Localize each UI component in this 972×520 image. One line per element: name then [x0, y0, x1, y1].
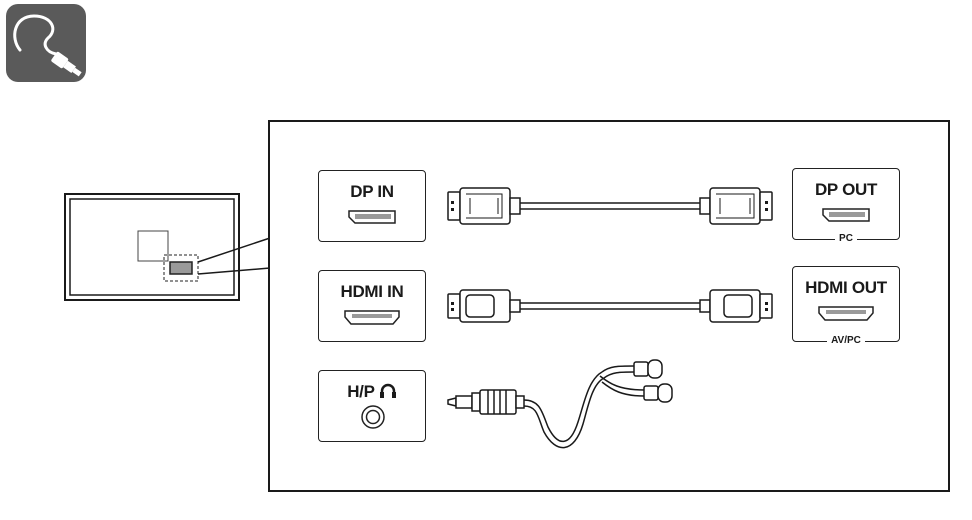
displayport-cable — [447, 187, 773, 225]
connection-panel: DP IN HDMI IN H/P DP OUT — [268, 120, 950, 492]
audio-jack-socket-icon — [361, 405, 385, 429]
dp-out-label: DP OUT — [814, 180, 878, 199]
dp-in-label: DP IN — [350, 182, 394, 201]
headphone-port: H/P — [318, 370, 426, 442]
hdmi-socket-icon — [344, 310, 400, 325]
cable-plug-glyph — [13, 14, 82, 77]
hdmi-out-port: HDMI OUT AV/PC — [792, 266, 900, 346]
displayport-socket-icon — [348, 210, 396, 224]
displayport-socket-icon — [822, 208, 870, 222]
headphone-label: H/P — [319, 381, 425, 402]
hdmi-in-label: HDMI IN — [340, 282, 404, 301]
hdmi-in-port: HDMI IN — [318, 270, 426, 342]
dp-in-port: DP IN — [318, 170, 426, 242]
hdmi-cable — [447, 289, 773, 323]
cable-plug-icon — [6, 4, 86, 82]
dp-out-port: DP OUT PC — [792, 168, 900, 244]
headphone-icon — [379, 383, 396, 398]
hdmi-out-sublabel: AV/PC — [793, 335, 899, 346]
dp-out-sublabel: PC — [793, 233, 899, 244]
monitor-rear-view — [64, 193, 240, 301]
hdmi-out-label: HDMI OUT — [805, 278, 887, 297]
headphone-y-cable — [447, 359, 673, 449]
hdmi-socket-icon — [818, 306, 874, 321]
